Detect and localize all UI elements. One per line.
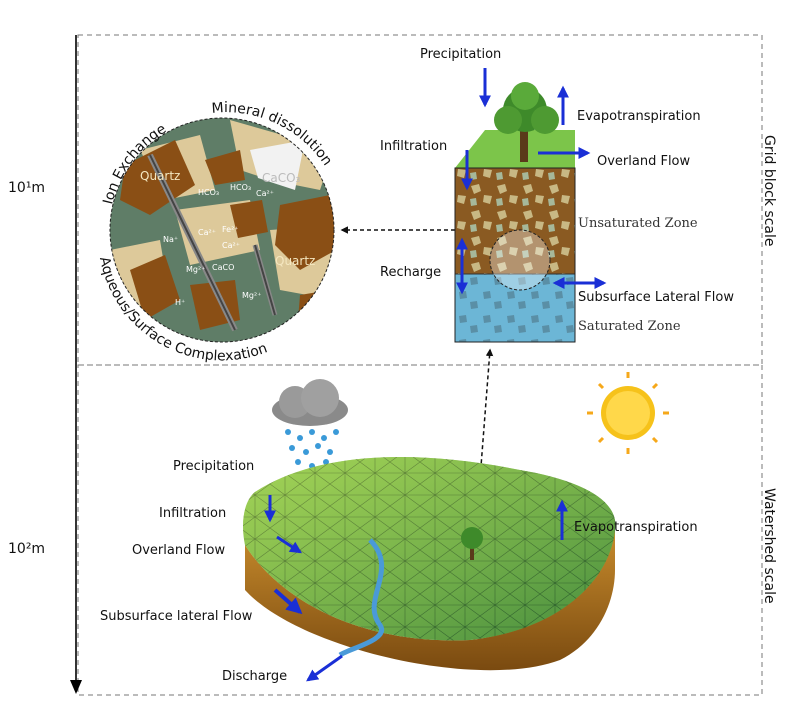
scale-label-upper: 10¹m xyxy=(8,180,45,196)
scale-label-lower: 10²m xyxy=(8,541,45,557)
ws-precipitation-label: Precipitation xyxy=(173,459,254,474)
gb-subsurface-lateral-flow-label: Subsurface Lateral Flow xyxy=(578,290,734,305)
quartz-label-2: Quartz xyxy=(275,254,315,268)
watershed-scale-frame xyxy=(77,364,763,696)
ws-evapotranspiration-label: Evapotranspiration xyxy=(574,520,698,535)
ion-label-9: CaCO xyxy=(212,263,234,272)
gb-evapotranspiration-label: Evapotranspiration xyxy=(577,109,701,124)
soil-column xyxy=(454,130,576,343)
gb-precipitation-label: Precipitation xyxy=(420,47,501,62)
ion-label-6: Ca²⁺ xyxy=(222,241,240,250)
gb-unsaturated-zone-label: Unsaturated Zone xyxy=(578,216,698,231)
sun-icon xyxy=(587,372,669,454)
ion-label-8: Mg²⁺ xyxy=(186,265,205,274)
gb-recharge-label: Recharge xyxy=(380,265,441,280)
ion-label-11: Mg²⁺ xyxy=(242,291,261,300)
ion-label-1: HCO₃ xyxy=(198,188,219,197)
ws-discharge-label: Discharge xyxy=(222,669,287,684)
tree-icon xyxy=(494,82,559,162)
ion-label-5: Fe²⁺ xyxy=(222,225,239,234)
watershed-terrain xyxy=(243,457,616,671)
watershed-tree-icon xyxy=(461,527,483,560)
ion-label-2: HCO₃ xyxy=(230,183,251,192)
watershed-scale-label: Watershed scale xyxy=(761,488,777,604)
rain-cloud-icon xyxy=(272,379,348,469)
ion-label-4: Ca²⁺ xyxy=(198,228,216,237)
grid-block-scale-label: Grid block scale xyxy=(761,135,777,247)
ws-subsurface-lateral-flow-label: Subsurface lateral Flow xyxy=(100,609,253,624)
caco3-label: CaCO₃ xyxy=(262,171,301,185)
gb-overland-flow-label: Overland Flow xyxy=(597,154,691,169)
ws-discharge-arrow xyxy=(306,654,343,682)
ws-overland-flow-label: Overland Flow xyxy=(132,543,226,558)
ws-overland-arrow xyxy=(276,535,303,554)
ws-lateral-arrow xyxy=(273,588,303,615)
ion-label-7: Na⁺ xyxy=(163,235,178,244)
ion-label-10: H⁺ xyxy=(175,298,185,307)
zoom-arrow-to-block xyxy=(477,348,494,506)
grid-scale-frame xyxy=(77,34,763,366)
ion-label-3: Ca²⁺ xyxy=(256,189,274,198)
ws-infiltration-label: Infiltration xyxy=(159,506,226,521)
scale-axis-arrowhead xyxy=(70,680,82,694)
gb-saturated-zone-label: Saturated Zone xyxy=(578,319,681,334)
quartz-label-1: Quartz xyxy=(140,169,180,183)
gb-infiltration-label: Infiltration xyxy=(380,139,447,154)
